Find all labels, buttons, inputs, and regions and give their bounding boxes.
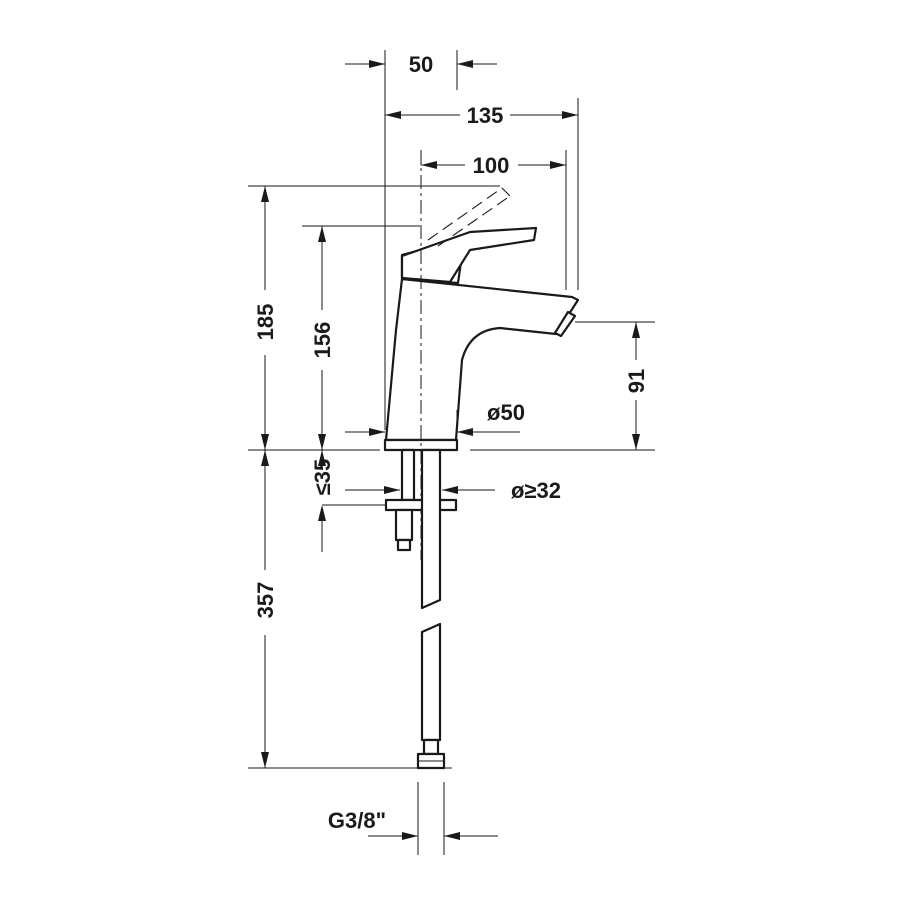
dim-hole-diameter (345, 486, 495, 494)
flex-hose-lower (416, 622, 446, 770)
dim-50 (345, 50, 497, 430)
dim-135 (385, 98, 579, 290)
dim-156 (302, 225, 420, 450)
faucet-body (383, 226, 580, 452)
label-100: 100 (473, 153, 510, 178)
flex-hose-upper (420, 448, 442, 610)
dim-deck-thickness (318, 450, 385, 552)
dim-100 (420, 150, 567, 290)
dim-base-diameter (345, 410, 520, 436)
dim-357 (248, 450, 452, 769)
label-deck-thickness: ≤35 (310, 459, 335, 496)
lever-alt-position (427, 187, 511, 247)
dim-185 (248, 185, 500, 451)
label-357: 357 (253, 582, 278, 619)
label-hole-diameter: ø≥32 (511, 478, 561, 503)
label-base-diameter: ø50 (487, 400, 525, 425)
label-156: 156 (310, 322, 335, 359)
label-50: 50 (409, 52, 433, 77)
label-91: 91 (624, 369, 649, 393)
label-135: 135 (467, 103, 504, 128)
dim-91 (470, 321, 655, 451)
dim-connection (368, 782, 498, 855)
label-connection-thread: G3/8" (328, 808, 386, 833)
label-185: 185 (253, 304, 278, 341)
